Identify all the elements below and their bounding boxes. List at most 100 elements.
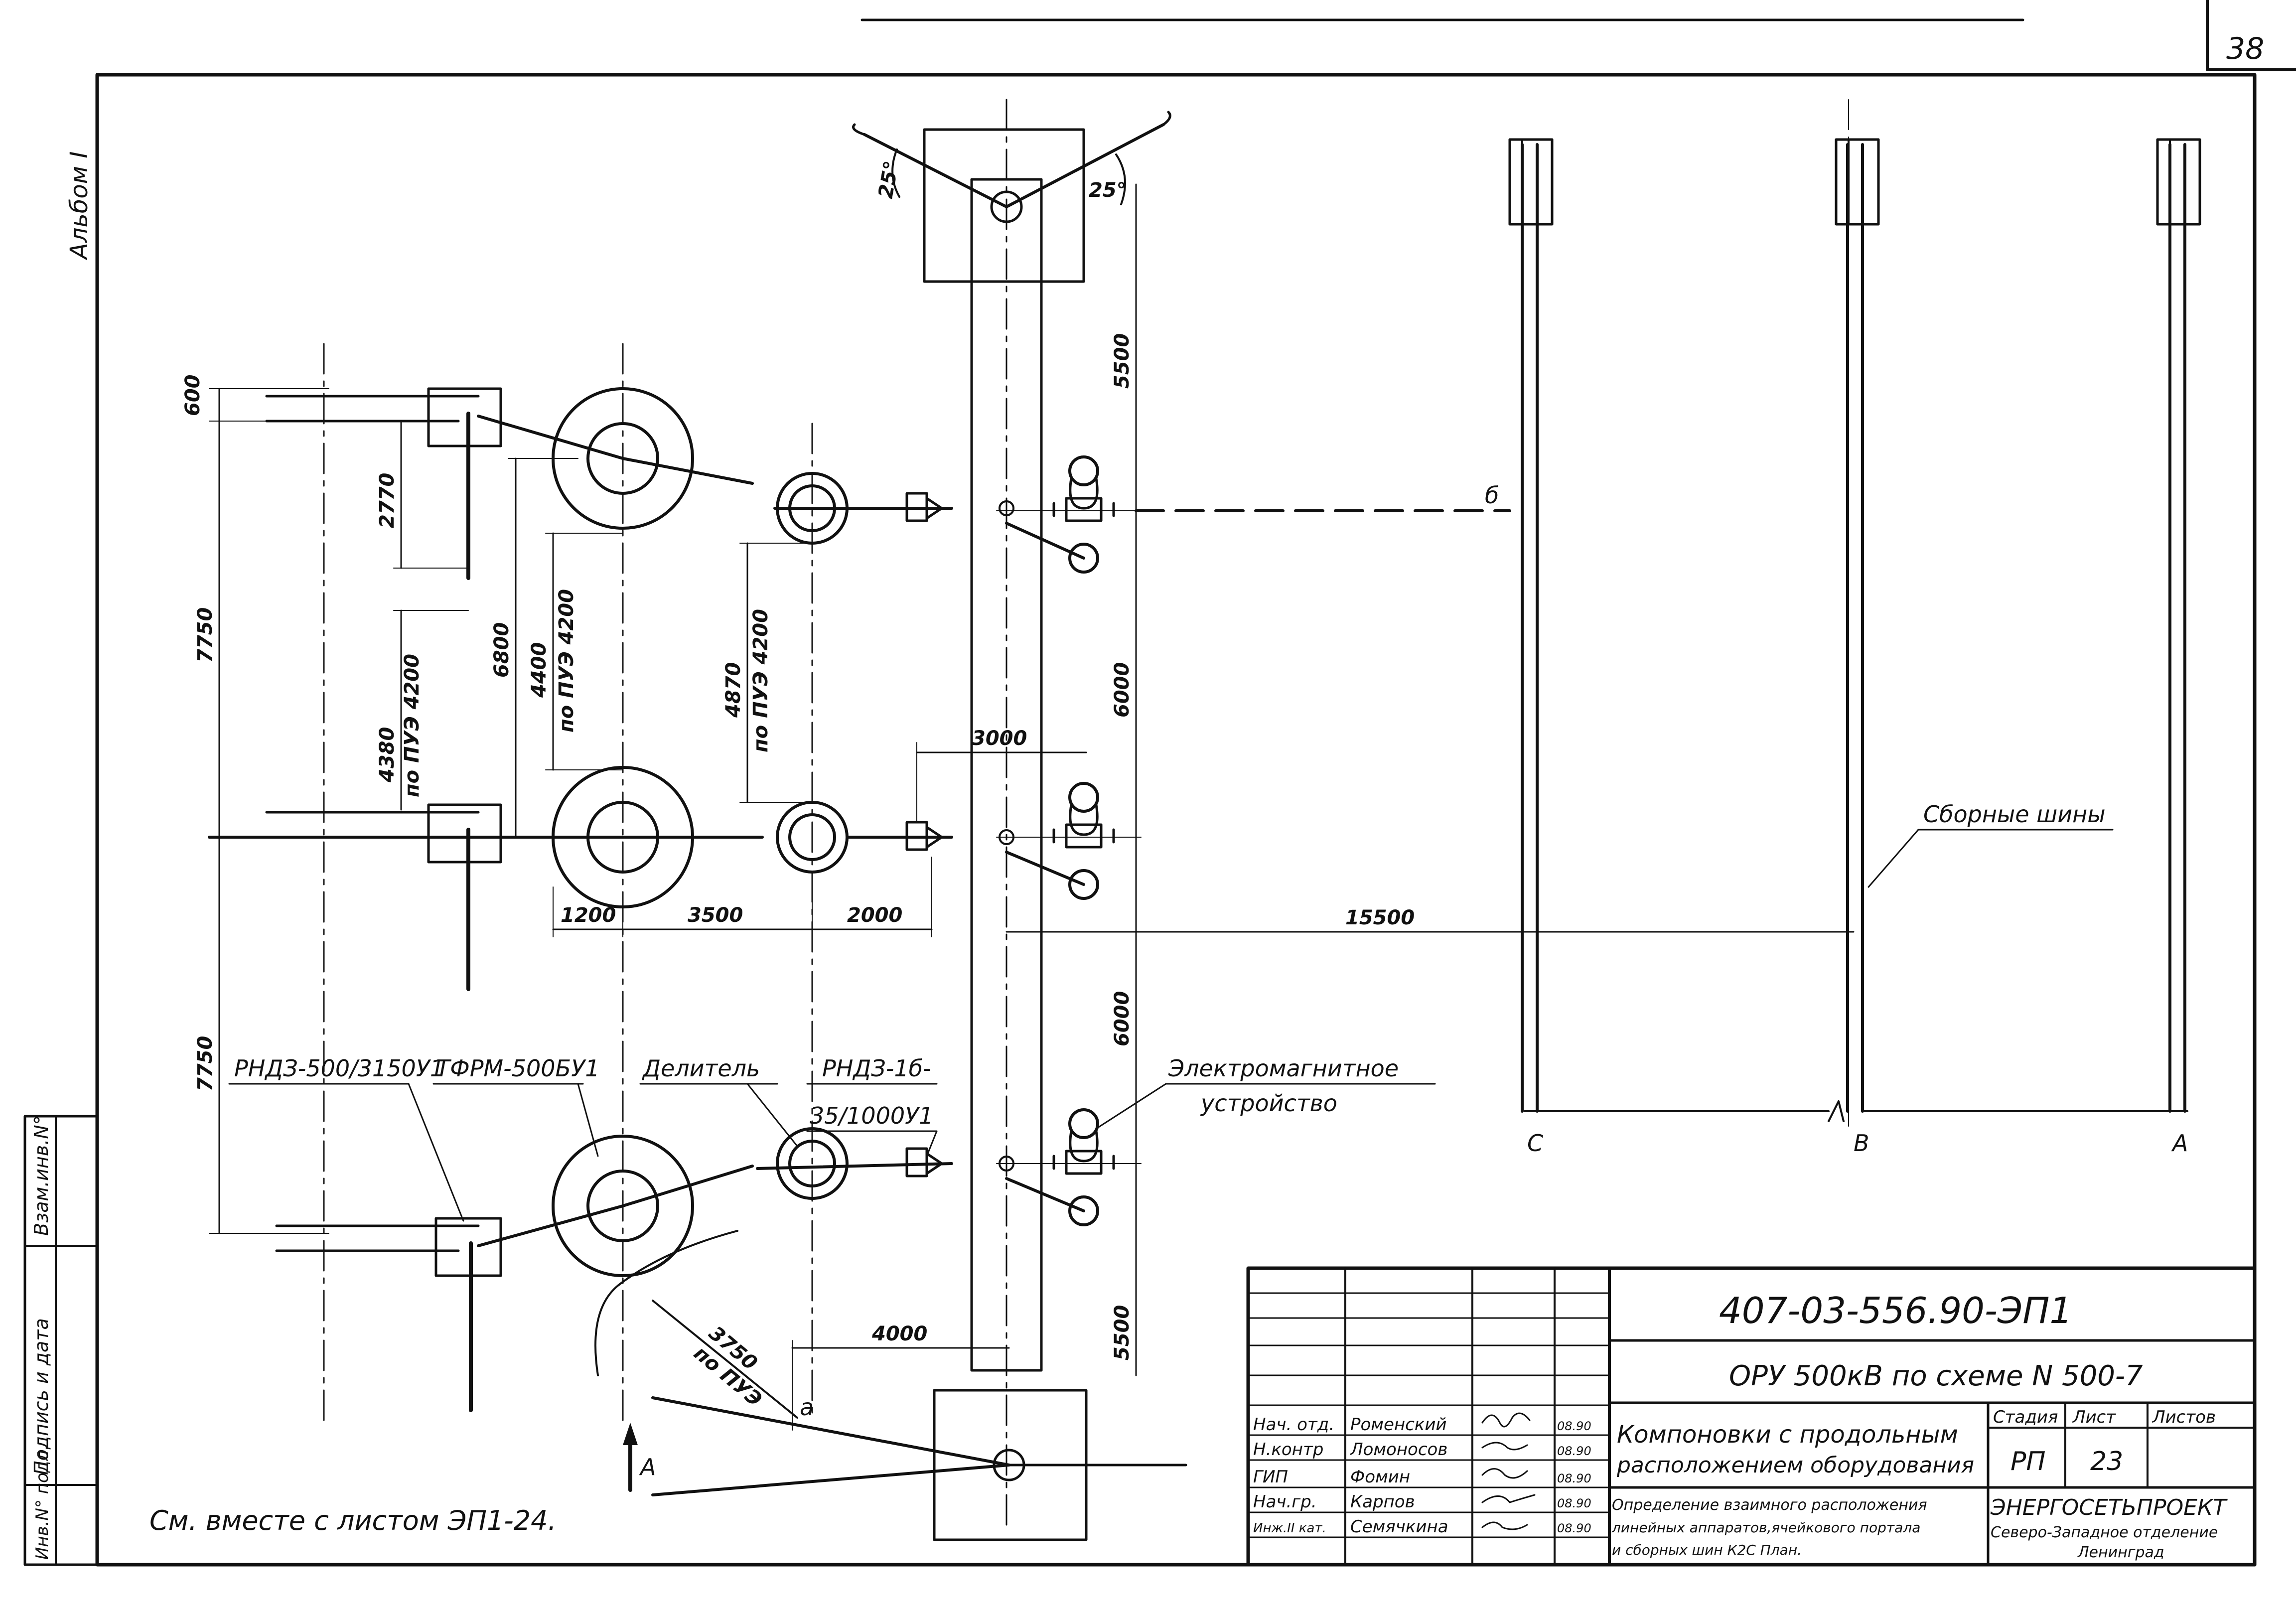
- staff-date-4: 08.90: [1557, 1521, 1591, 1535]
- busbar-c-insulator: [1508, 138, 1554, 226]
- staff-role-2: ГИП: [1253, 1467, 1288, 1487]
- side-stamp-frame: [23, 1115, 99, 1566]
- busbar-b-label: В: [1854, 1130, 1869, 1157]
- equipment-labels: РНДЗ-500/3150У1 ТФРМ-500БУ1 Делитель РНД…: [149, 1055, 1436, 1536]
- project-title: ОРУ 500кВ по схеме N 500-7: [1729, 1360, 2143, 1392]
- break-mark: [1828, 1100, 1845, 1122]
- drawing-title-3: и сборных шин К2С План.: [1612, 1542, 1802, 1558]
- drawing-title-2: линейных аппаратов,ячейкового портала: [1611, 1519, 1920, 1536]
- dim-1200: 1200: [561, 904, 616, 927]
- sheet-corner-number: 38: [2226, 31, 2264, 66]
- phase-bottom: [275, 1108, 1115, 1412]
- busbar-c-label: С: [1527, 1130, 1543, 1157]
- em-device-top: [1068, 782, 1099, 813]
- stage-value: РП: [2010, 1447, 2045, 1476]
- portal-node: [999, 500, 1014, 516]
- dim-4870-note: по ПУЭ 4200: [749, 609, 772, 752]
- busbars: С В А б Сборные шины: [1135, 99, 2201, 1157]
- staff-date-1: 08.90: [1557, 1444, 1591, 1458]
- portal-node: [999, 1156, 1014, 1172]
- lead: [756, 1162, 953, 1170]
- lead: [477, 1204, 624, 1247]
- phase-middle: [208, 766, 1115, 991]
- busbar-leader: [1867, 829, 1919, 888]
- dim-chain-horizontal: 1200 3500 2000 3000 15500 4000: [552, 727, 1855, 1431]
- dim-2770: 2770: [376, 473, 399, 528]
- cell-portal: 25° 25°: [651, 99, 1187, 1541]
- stage-header: Стадия: [1993, 1407, 2058, 1427]
- insulator: [905, 1147, 943, 1178]
- rnd-small-label-1: РНДЗ-1б-: [822, 1055, 931, 1082]
- tfrm-outer: [552, 1135, 694, 1277]
- staff-role-3: Нач.гр.: [1253, 1492, 1317, 1512]
- em-device-bottom: [1068, 1195, 1099, 1226]
- em-device-top: [1068, 455, 1099, 486]
- em-device-bottom: [1068, 869, 1099, 900]
- signatures: [1481, 1412, 1536, 1530]
- leader: [926, 1130, 938, 1157]
- leader: [408, 1083, 464, 1222]
- em-device-body: [1052, 803, 1115, 849]
- insulator: [905, 492, 943, 522]
- lead: [1005, 522, 1085, 560]
- dim-4380: 4380: [376, 727, 399, 783]
- dim-6000-bottom: 6000: [1111, 991, 1134, 1046]
- sheets-header: Листов: [2152, 1407, 2216, 1427]
- dim-4380-note: по ПУЭ 4200: [401, 654, 424, 797]
- drawing-title-1: Определение взаимного расположения: [1612, 1496, 1927, 1514]
- branch-2: Ленинград: [2077, 1544, 2164, 1561]
- guy-wire-bottom-upper: [651, 1396, 1010, 1467]
- dim-4870: 4870: [722, 662, 745, 718]
- guy-wire-bottom-lower: [651, 1464, 1010, 1496]
- portal-footing-top: [923, 128, 1085, 283]
- dim-4400-note: по ПУЭ 4200: [555, 589, 578, 733]
- portal-node: [999, 829, 1014, 845]
- dim-5500-top: 5500: [1111, 333, 1134, 389]
- radius-3750: 3750 по ПУЭ а: [594, 1230, 814, 1421]
- em-device-label-2: устройство: [1200, 1090, 1337, 1117]
- radius-arc: [594, 1230, 738, 1376]
- dim-6000-top: 6000: [1111, 662, 1134, 718]
- replaces-inv-label: Взам.инв.N°: [30, 1115, 52, 1236]
- dim-600: 600: [181, 375, 204, 417]
- dim-chain-right: 5500 6000 6000 5500: [996, 183, 1142, 1376]
- dim-3000: 3000: [972, 727, 1027, 750]
- staff-date-0: 08.90: [1557, 1419, 1591, 1433]
- dim-chain-left: 7750 7750 600 2770 4380 по ПУЭ 4200 6800…: [181, 343, 813, 1421]
- em-device-body: [1052, 1130, 1115, 1175]
- angle-arc-right: [1115, 153, 1126, 205]
- rnd-base: [427, 803, 502, 864]
- inv-no-label: Инв.N° подл.: [32, 1445, 52, 1560]
- staff-name-1: Ломоносов: [1349, 1440, 1447, 1460]
- angle-right: 25°: [1089, 179, 1127, 202]
- section-arrow-head: [623, 1423, 638, 1445]
- insulator: [905, 821, 943, 851]
- em-device-bottom: [1068, 543, 1099, 574]
- lead: [1005, 851, 1085, 886]
- guy-wire-top-right: [1005, 123, 1165, 208]
- dim-5500-bottom: 5500: [1111, 1305, 1134, 1360]
- staff-role-1: Н.контр: [1253, 1440, 1323, 1460]
- staff-name-0: Роменский: [1350, 1415, 1447, 1435]
- portal-pin-top: [990, 190, 1023, 223]
- point-b-label: б: [1485, 482, 1499, 509]
- dim-7750-top: 7750: [194, 607, 217, 663]
- organization: ЭНЕРГОСЕТЬПРОЕКТ: [1990, 1495, 2228, 1520]
- dim-6800: 6800: [490, 622, 513, 678]
- divider-label: Делитель: [642, 1055, 760, 1082]
- lead: [621, 1165, 754, 1207]
- dim-15500: 15500: [1345, 906, 1415, 929]
- dim-4400: 4400: [528, 642, 551, 698]
- lead: [477, 415, 624, 460]
- angle-arc-left: [891, 148, 900, 198]
- rnd-base: [427, 387, 502, 447]
- leader: [1095, 1083, 1167, 1130]
- leader: [746, 1083, 798, 1147]
- title-block: Нач. отд. Роменский 08.90 Н.контр Ломоно…: [1246, 1266, 2257, 1567]
- rnd-base: [434, 1217, 502, 1277]
- busbar-a-label: А: [2171, 1130, 2188, 1157]
- signature-date-label: Подпись и дата: [30, 1318, 52, 1475]
- lead: [621, 457, 754, 485]
- dim-2000: 2000: [847, 904, 902, 927]
